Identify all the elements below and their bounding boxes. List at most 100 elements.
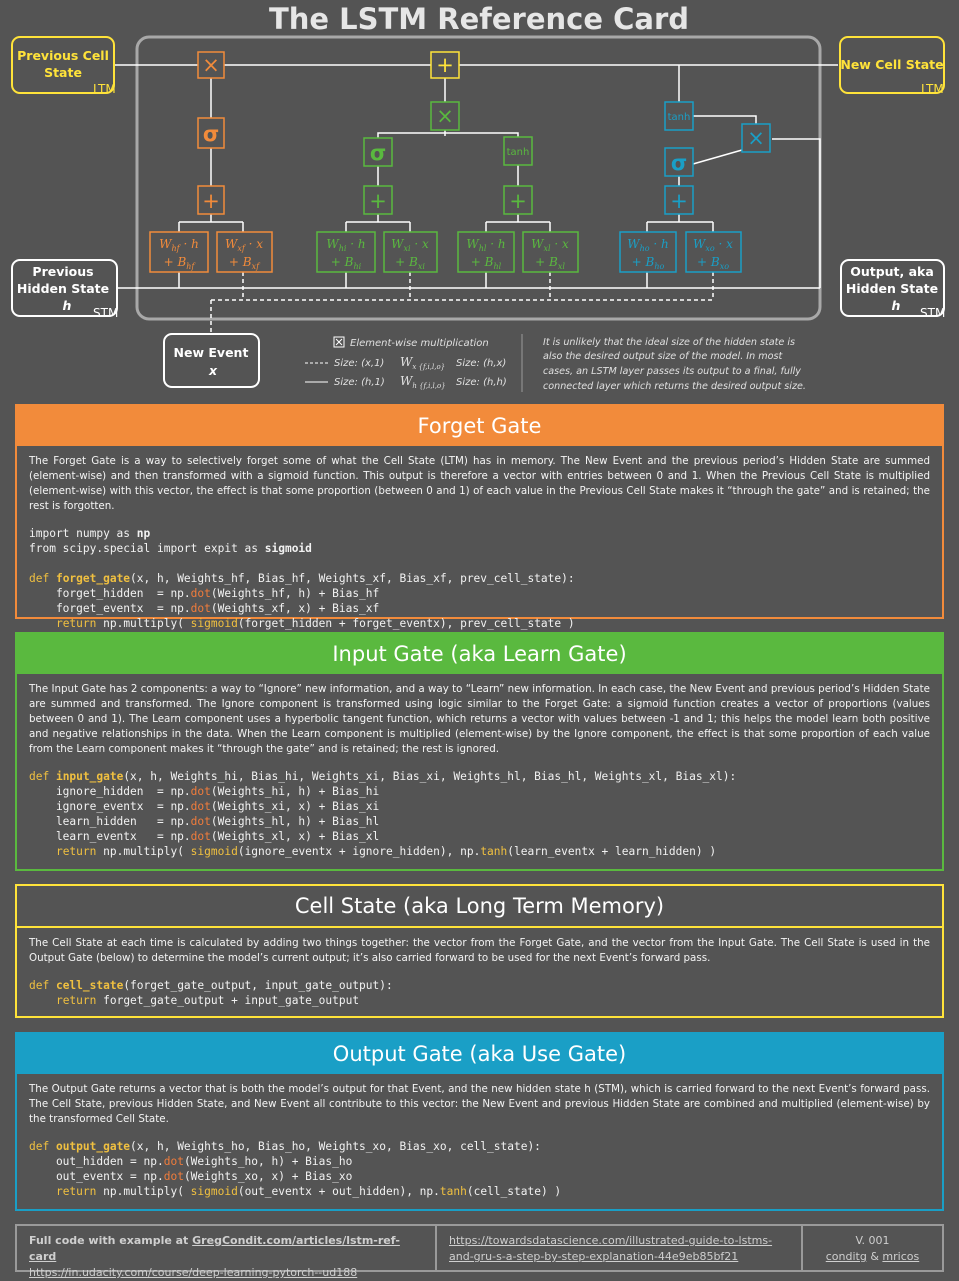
- input-gate-description: The Input Gate has 2 components: a way t…: [29, 683, 930, 755]
- footer-reference-cell: https://towardsdatascience.com/illustrat…: [435, 1226, 801, 1270]
- footer-author2-link[interactable]: mricos: [882, 1250, 920, 1263]
- output-gate-title: Output Gate (aka Use Gate): [17, 1034, 942, 1074]
- prev-cell-line2: State: [44, 65, 82, 80]
- footer-amp: &: [870, 1250, 879, 1263]
- prev-hidden-line2: Hidden State: [17, 281, 109, 296]
- output-gate-description: The Output Gate returns a vector that is…: [29, 1083, 930, 1125]
- output-hidden-weight-label: Who · h: [627, 237, 669, 253]
- input-gate-title: Input Gate (aka Learn Gate): [17, 634, 942, 674]
- ignore-sigmoid-op: [363, 137, 393, 167]
- footer-code-link[interactable]: GregCondit.com/articles/lstm-ref-card: [29, 1234, 400, 1263]
- forget-add-symbol: +: [202, 189, 220, 213]
- output-mult-symbol: ×: [747, 126, 765, 150]
- learn-hidden-weight: [457, 231, 515, 273]
- code-line: out_hidden = np.dot(Weights_ho, h) + Bia…: [29, 1155, 353, 1168]
- input-mult-op: [430, 101, 460, 131]
- new-event-label: New Event: [174, 345, 249, 360]
- lstm-diagram: The LSTM Reference Card: [11, 2, 945, 392]
- output-hidden-tag: STM: [920, 306, 945, 320]
- prev-cell-state-node: Previous Cell State LTM: [11, 36, 116, 96]
- legend-wx-size: Size: (h,x): [456, 358, 506, 369]
- cell-add-op: [430, 51, 460, 79]
- code-line: learn_eventx = np.dot(Weights_xl, x) + B…: [29, 830, 380, 843]
- footer-tds-link-line2[interactable]: and-gru-s-a-step-by-step-explanation-44e…: [449, 1250, 739, 1263]
- forget-gate-section: Forget Gate The Forget Gate is a way to …: [15, 404, 944, 630]
- forget-mult-symbol: ×: [202, 53, 220, 77]
- output-sigmoid-op: [664, 147, 694, 177]
- code-line: import numpy as np: [29, 527, 151, 540]
- ignore-hidden-weight: [316, 231, 376, 273]
- new-cell-state-node: New Cell State LTM: [839, 36, 945, 96]
- learn-hidden-bias-label: + Bhl: [471, 255, 502, 271]
- learn-hidden-weight-label: Whl · h: [466, 237, 505, 253]
- output-mult-op: [741, 123, 771, 153]
- footer-version: V. 001: [855, 1234, 890, 1247]
- code-line: learn_hidden = np.dot(Weights_hl, h) + B…: [29, 815, 380, 828]
- input-gate-code: def input_gate(x, h, Weights_hi, Bias_hi…: [29, 769, 930, 859]
- code-line: return np.multiply( sigmoid(ignore_event…: [55, 845, 717, 858]
- output-event-weight: [685, 231, 742, 273]
- footer-tds-link-line1[interactable]: https://towardsdatascience.com/illustrat…: [449, 1234, 773, 1247]
- code-line: [29, 556, 930, 571]
- output-add-op: [664, 185, 694, 215]
- footer: Full code with example at GregCondit.com…: [15, 1224, 944, 1279]
- footer-code-prefix: Full code with example at: [29, 1234, 193, 1247]
- cell-state-section: Cell State (aka Long Term Memory) The Ce…: [15, 884, 944, 1018]
- learn-tanh-op: [503, 136, 533, 166]
- ignore-hidden-weight-label: Whi · h: [326, 237, 365, 253]
- cell-state-title: Cell State (aka Long Term Memory): [17, 886, 942, 928]
- forget-hidden-bias-label: + Bhf: [164, 255, 197, 271]
- forget-sigmoid-op: [197, 117, 225, 149]
- learn-event-bias-label: + Bxl: [535, 255, 565, 271]
- footer-udacity-link[interactable]: https://in.udacity.com/course/deep-learn…: [29, 1266, 358, 1279]
- output-tanh-symbol: tanh: [668, 112, 691, 123]
- size-note: It is unlikely that the ideal size of th…: [543, 337, 806, 392]
- code-line: def input_gate(x, h, Weights_hi, Bias_hi…: [29, 770, 737, 783]
- cell-state-code: def cell_state(forget_gate_output, input…: [29, 978, 930, 1008]
- note-line4: connected layer which returns the desire…: [543, 381, 806, 392]
- ignore-event-weight: [383, 231, 438, 273]
- output-sigmoid-symbol: σ: [671, 151, 687, 175]
- output-event-weight-label: Wxo · x: [693, 237, 733, 253]
- ignore-event-bias-label: + Bxi: [395, 255, 425, 271]
- forget-gate-title: Forget Gate: [17, 406, 942, 446]
- footer-credits-cell: V. 001 conditg & mricos: [801, 1226, 942, 1270]
- legend-wh: Wh {f,i,l,o}: [400, 374, 446, 390]
- code-line: def forget_gate(x, h, Weights_hf, Bias_h…: [29, 572, 575, 585]
- output-tanh-op: [664, 101, 694, 131]
- legend-solid-size: Size: (h,1): [334, 377, 385, 388]
- prev-cell-line1: Previous Cell: [17, 48, 109, 63]
- code-line: return forget_gate_output + input_gate_o…: [55, 994, 360, 1007]
- output-hidden-bias-label: + Bho: [632, 255, 665, 271]
- footer-code-cell: Full code with example at GregCondit.com…: [17, 1226, 435, 1279]
- legend-dashed-size: Size: (x,1): [334, 358, 384, 369]
- footer-author1-link[interactable]: conditg: [825, 1250, 867, 1263]
- prev-hidden-state-node: Previous Hidden State h STM: [11, 259, 118, 320]
- output-hidden-line2: Hidden State: [846, 281, 938, 296]
- code-line: forget_eventx = np.dot(Weights_xf, x) + …: [29, 602, 380, 615]
- cell-state-description: The Cell State at each time is calculate…: [29, 937, 930, 964]
- note-line2: also the desired output size of the mode…: [543, 351, 783, 362]
- code-line: forget_hidden = np.dot(Weights_hf, h) + …: [29, 587, 380, 600]
- legend-mult-icon: [333, 336, 345, 348]
- ignore-add-op: [363, 185, 393, 215]
- lstm-cell-frame: [135, 35, 822, 321]
- ignore-event-weight-label: Wxi · x: [391, 237, 429, 253]
- output-gate-code: def output_gate(x, h, Weights_ho, Bias_h…: [29, 1139, 930, 1199]
- code-line: def output_gate(x, h, Weights_ho, Bias_h…: [29, 1140, 541, 1153]
- learn-tanh-symbol: tanh: [507, 147, 530, 158]
- output-add-symbol: +: [670, 189, 688, 213]
- output-gate-section: Output Gate (aka Use Gate) The Output Ga…: [15, 1032, 944, 1211]
- new-cell-tag: LTM: [921, 82, 944, 96]
- legend-wx: Wx {f,i,l,o}: [400, 355, 445, 371]
- code-line: out_eventx = np.dot(Weights_xo, x) + Bia…: [29, 1170, 353, 1183]
- prev-hidden-h: h: [63, 298, 72, 313]
- input-gate-section: Input Gate (aka Learn Gate) The Input Ga…: [15, 632, 944, 871]
- forget-hidden-weight: [149, 231, 209, 273]
- ignore-hidden-bias-label: + Bhi: [331, 255, 362, 271]
- prev-hidden-tag: STM: [93, 306, 118, 320]
- output-event-bias-label: + Bxo: [697, 255, 729, 271]
- note-line3: cases, an LSTM layer passes its output t…: [543, 366, 801, 377]
- ignore-sigmoid-symbol: σ: [370, 141, 386, 165]
